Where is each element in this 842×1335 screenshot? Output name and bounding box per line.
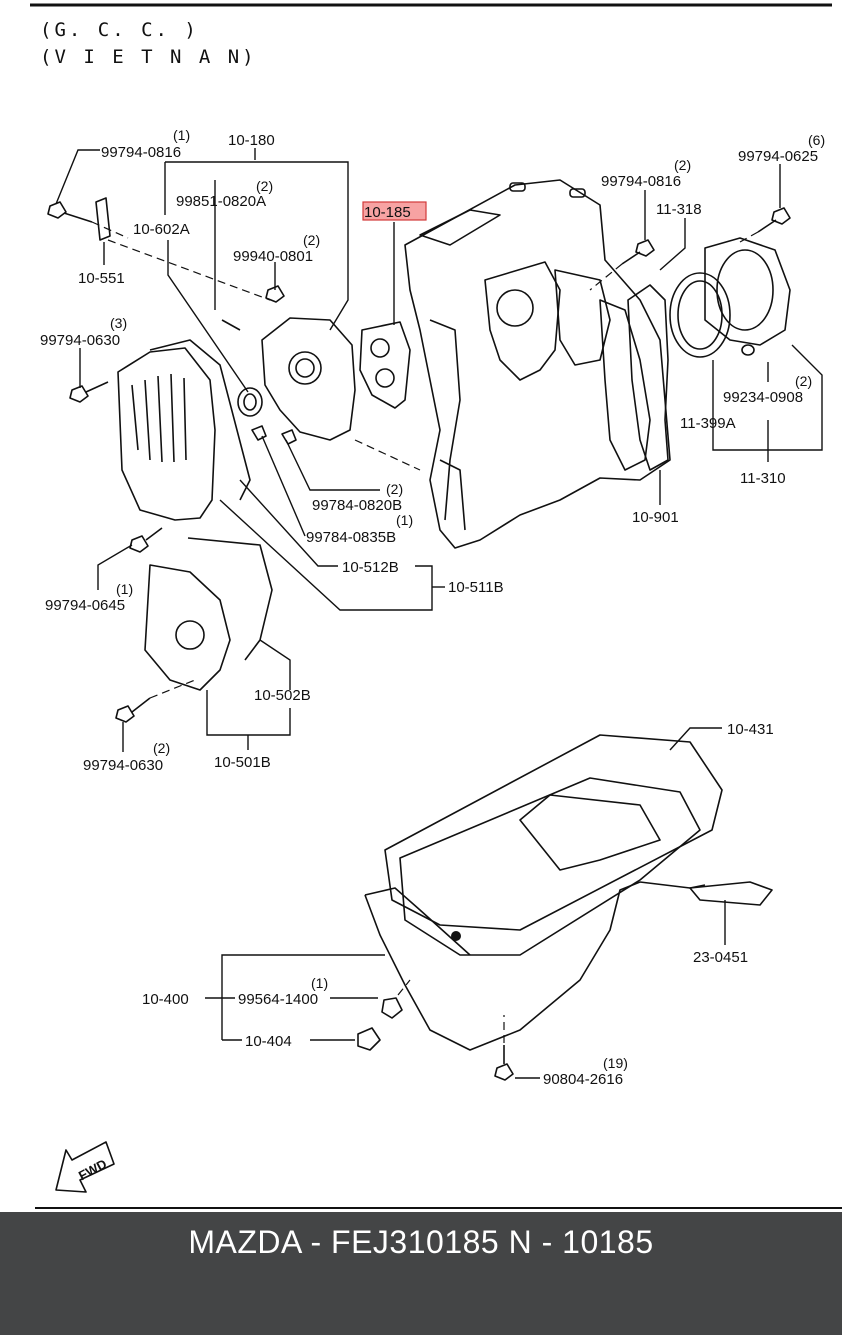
qty-99794-0630-b: (2) [153,740,170,756]
label-99940-0801: 99940-0801 [233,248,313,265]
qty-99794-0625: (6) [808,132,825,148]
highlight-10-185 [362,201,427,221]
label-11-318: 11-318 [656,201,702,218]
qty-99794-0816-b: (2) [674,157,691,173]
header-line-2: (V I E T N A N) [40,46,257,68]
label-99794-0816-a: 99794-0816 [101,144,181,161]
header-line-1: (G. C. C. ) [40,19,199,41]
label-99564-1400: 99564-1400 [238,991,318,1008]
label-10-431: 10-431 [727,721,774,738]
fwd-arrow-icon: FWD [55,1141,115,1193]
footer-bar [0,1212,842,1335]
label-99794-0816-b: 99794-0816 [601,173,681,190]
label-10-502B: 10-502B [254,687,311,704]
label-10-551: 10-551 [78,270,125,287]
qty-99794-0816-a: (1) [173,127,190,143]
qty-90804-2616: (19) [603,1055,628,1071]
label-10-512B: 10-512B [342,559,399,576]
qty-99794-0630-a: (3) [110,315,127,331]
label-11-310: 11-310 [740,470,786,487]
label-10-180: 10-180 [228,132,275,149]
oil-pan [364,777,706,1051]
label-99784-0820B: 99784-0820B [312,497,402,514]
footer-caption: MAZDA - FEJ310185 N - 10185 [188,1224,654,1260]
label-99784-0835B: 99784-0835B [306,529,396,546]
gasket-10-901 [627,284,669,471]
qty-99794-0645: (1) [116,581,133,597]
label-10-511B: 10-511B [448,579,504,596]
label-10-400: 10-400 [142,991,189,1008]
timing-cover-lower [144,537,273,691]
label-99794-0645: 99794-0645 [45,597,125,614]
oil-pan-gasket [384,734,723,931]
bracket-10-551 [95,197,111,241]
label-10-404: 10-404 [245,1033,292,1050]
label-11-399A: 11-399A [680,415,736,432]
label-99794-0630-b: 99794-0630 [83,757,163,774]
engine-block [404,179,671,549]
label-23-0451: 23-0451 [693,949,748,966]
label-99851-0820A: 99851-0820A [176,193,266,210]
label-10-185: 10-185 [364,204,411,221]
oil-pump-10-180 [237,317,356,441]
gasket-10-185 [359,321,411,409]
label-10-901: 10-901 [632,509,679,526]
label-99794-0630-a: 99794-0630 [40,332,120,349]
rear-housing-11-310 [669,237,791,358]
qty-99564-1400: (1) [311,975,328,991]
qty-99851-0820A: (2) [256,178,273,194]
qty-99784-0820B: (2) [386,481,403,497]
label-99794-0625: 99794-0625 [738,148,818,165]
dipstick-tube [689,881,773,906]
label-99234-0908: 99234-0908 [723,389,803,406]
label-10-501B: 10-501B [214,754,271,771]
qty-99784-0835B: (1) [396,512,413,528]
label-90804-2616: 90804-2616 [543,1071,623,1088]
callout-lines [55,148,823,1079]
qty-99940-0801: (2) [303,232,320,248]
bolts [47,201,791,1081]
qty-99234-0908: (2) [795,373,812,389]
parts-diagram: (G. C. C. ) (V I E T N A N) [30,3,842,1209]
part-labels: 10-180 (1) 99794-0816 (2) 99851-0820A 10… [40,127,825,1088]
label-10-602A: 10-602A [133,221,190,238]
